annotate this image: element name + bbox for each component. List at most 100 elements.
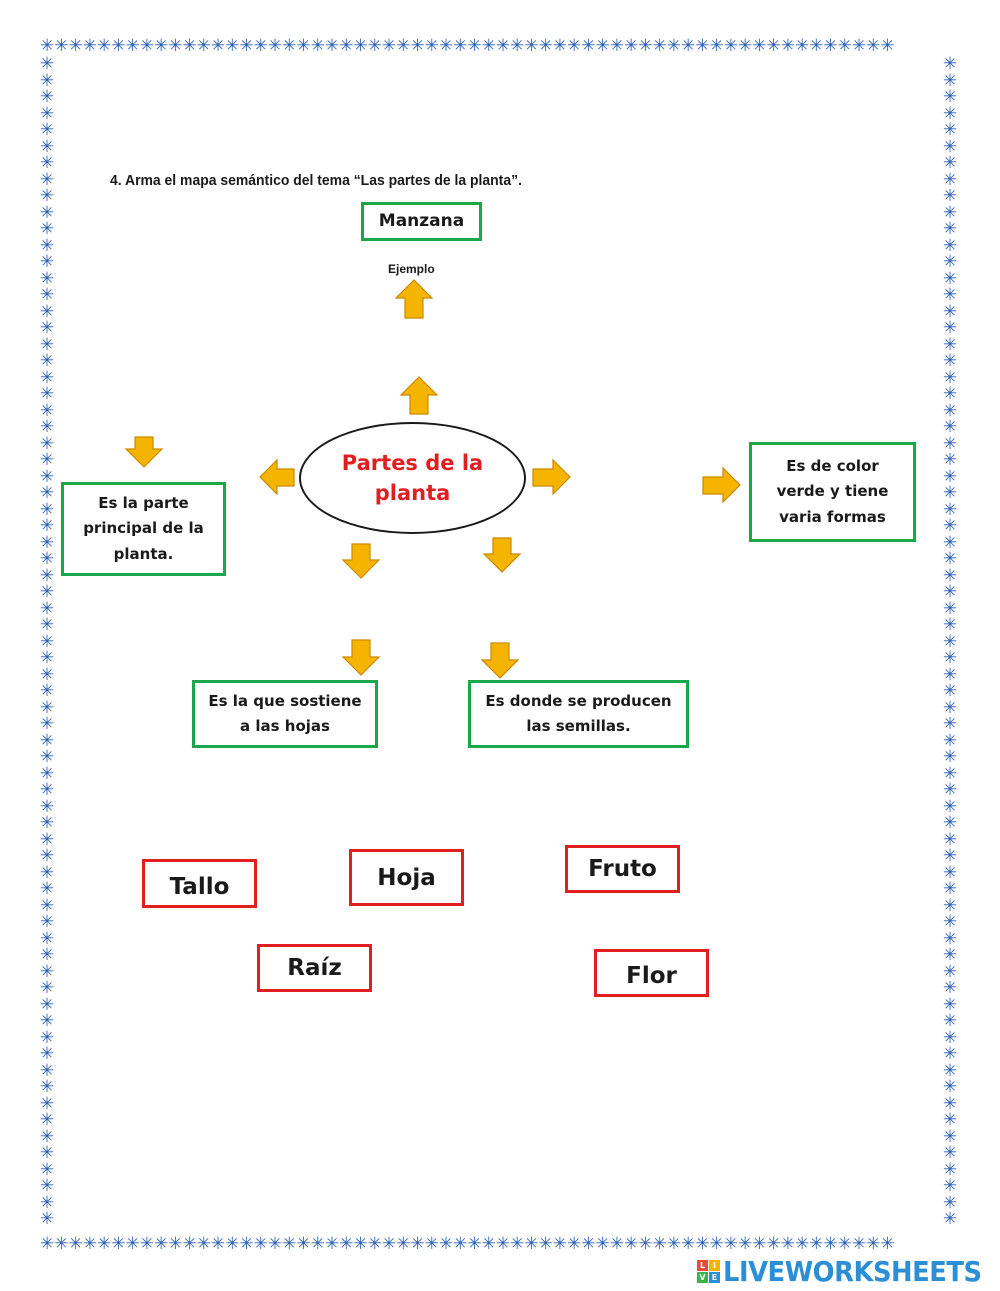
- border-star: ✳: [39, 334, 55, 355]
- border-star: ✳: [39, 1011, 55, 1031]
- border-star: ✳: [942, 56, 958, 74]
- border-star: ✳: [39, 56, 55, 74]
- border-star: ✳: [942, 615, 958, 635]
- border-star: ✳: [942, 879, 958, 899]
- border-star: ✳: [39, 1027, 55, 1048]
- border-star: ✳: [942, 1011, 958, 1031]
- border-star: ✳: [39, 978, 55, 998]
- arrow-up-icon: [399, 376, 439, 415]
- border-star: ✳: [942, 648, 958, 668]
- arrow-down-icon: [480, 642, 520, 679]
- border-right: ✳✳✳✳✳✳✳✳✳✳✳✳✳✳✳✳✳✳✳✳✳✳✳✳✳✳✳✳✳✳✳✳✳✳✳✳✳✳✳✳…: [940, 56, 960, 1236]
- border-star: ✳: [942, 351, 958, 371]
- border-star: ✳: [942, 400, 958, 421]
- border-star: ✳: [39, 829, 55, 850]
- border-star: ✳: [942, 631, 958, 652]
- arrow-down-icon: [124, 436, 164, 468]
- border-star: ✳: [39, 945, 55, 965]
- border-star: ✳: [39, 417, 55, 437]
- border-star: ✳: [942, 565, 958, 586]
- border-star: ✳: [942, 747, 958, 767]
- border-star: ✳: [39, 879, 55, 899]
- border-star: ✳: [942, 252, 958, 272]
- border-star: ✳: [942, 978, 958, 998]
- border-star: ✳: [39, 1077, 55, 1097]
- border-star: ✳: [39, 961, 55, 982]
- border-star: ✳: [39, 1093, 55, 1114]
- answer-hoja[interactable]: Hoja: [349, 849, 464, 906]
- border-star: ✳: [942, 961, 958, 982]
- border-star: ✳: [39, 598, 55, 619]
- border-star: ✳: [942, 1126, 958, 1147]
- center-line-2: planta: [374, 481, 451, 505]
- border-left: ✳✳✳✳✳✳✳✳✳✳✳✳✳✳✳✳✳✳✳✳✳✳✳✳✳✳✳✳✳✳✳✳✳✳✳✳✳✳✳✳…: [37, 56, 57, 1236]
- border-star: ✳: [39, 994, 55, 1015]
- border-star: ✳: [942, 466, 958, 487]
- border-star: ✳: [39, 631, 55, 652]
- border-star: ✳: [942, 186, 958, 206]
- border-star: ✳: [942, 516, 958, 536]
- border-star: ✳: [39, 120, 55, 140]
- border-star: ✳: [39, 780, 55, 800]
- border-star: ✳: [942, 1192, 958, 1213]
- border-star: ✳: [942, 1176, 958, 1196]
- border-star: ✳: [39, 169, 55, 190]
- border-star: ✳: [942, 318, 958, 338]
- border-star: ✳: [942, 285, 958, 305]
- border-star: ✳: [942, 1159, 958, 1180]
- arrow-up-icon: [394, 279, 434, 319]
- border-star: ✳: [39, 664, 55, 685]
- border-star: ✳: [39, 912, 55, 932]
- border-star: ✳: [39, 367, 55, 388]
- box-right: Es de color verde y tiene varia formas: [749, 442, 916, 542]
- border-star: ✳: [942, 846, 958, 866]
- border-star: ✳: [39, 1176, 55, 1196]
- border-star: ✳: [942, 730, 958, 751]
- border-star: ✳: [39, 1060, 55, 1081]
- border-star: ✳: [39, 1209, 55, 1229]
- border-star: ✳: [39, 532, 55, 553]
- arrow-down-icon: [341, 543, 381, 579]
- border-star: ✳: [942, 994, 958, 1015]
- border-star: ✳: [942, 862, 958, 883]
- answer-tallo[interactable]: Tallo: [142, 859, 257, 908]
- border-star: ✳: [942, 483, 958, 503]
- box-bottom-left: Es la que sostiene a las hojas: [192, 680, 378, 748]
- border-star: ✳: [942, 235, 958, 256]
- border-star: ✳: [942, 334, 958, 355]
- border-star: ✳: [39, 565, 55, 586]
- arrow-right-icon: [702, 466, 741, 504]
- border-star: ✳: [942, 549, 958, 569]
- border-star: ✳: [39, 285, 55, 305]
- answer-fruto[interactable]: Fruto: [565, 845, 680, 893]
- border-star: ✳: [39, 268, 55, 289]
- border-star: ✳: [39, 747, 55, 767]
- border-star: ✳: [942, 697, 958, 718]
- arrow-right-icon: [532, 458, 571, 496]
- border-star: ✳: [942, 87, 958, 107]
- border-star: ✳: [942, 532, 958, 553]
- border-star: ✳: [39, 186, 55, 206]
- border-star: ✳: [39, 730, 55, 751]
- answer-flor[interactable]: Flor: [594, 949, 709, 997]
- border-star: ✳: [39, 681, 55, 701]
- border-star: ✳: [942, 813, 958, 833]
- border-star: ✳: [942, 664, 958, 685]
- logo-icon: L I V E: [697, 1259, 720, 1283]
- liveworksheets-logo[interactable]: L I V E LIVEWORKSHEETS: [697, 1255, 1000, 1288]
- border-star: ✳: [39, 400, 55, 421]
- border-star: ✳: [942, 1060, 958, 1081]
- answer-raiz[interactable]: Raíz: [257, 944, 372, 992]
- border-star: ✳: [39, 582, 55, 602]
- border-bottom: ✳✳✳✳✳✳✳✳✳✳✳✳✳✳✳✳✳✳✳✳✳✳✳✳✳✳✳✳✳✳✳✳✳✳✳✳✳✳✳✳…: [40, 1236, 895, 1254]
- border-star: ✳: [942, 417, 958, 437]
- question-text: 4. Arma el mapa semántico del tema “Las …: [110, 172, 522, 189]
- border-star: ✳: [942, 763, 958, 784]
- example-label: Ejemplo: [388, 262, 435, 276]
- border-star: ✳: [39, 1159, 55, 1180]
- border-star: ✳: [942, 268, 958, 289]
- border-star: ✳: [942, 912, 958, 932]
- border-star: ✳: [942, 120, 958, 140]
- border-star: ✳: [39, 103, 55, 124]
- center-ellipse: Partes de la planta: [299, 422, 526, 534]
